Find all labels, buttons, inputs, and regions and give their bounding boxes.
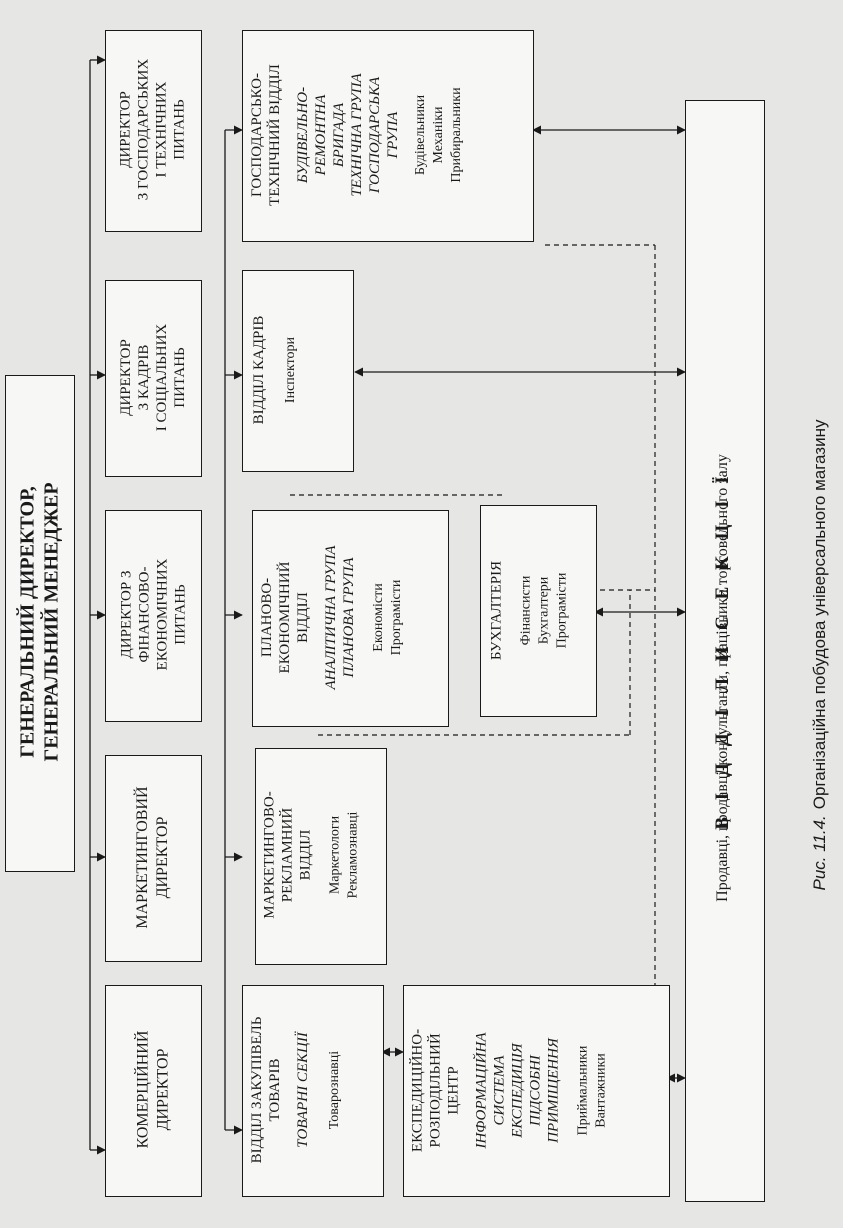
distribution-department-box bbox=[403, 985, 670, 1197]
economic-tech-department-box bbox=[242, 30, 534, 242]
purchasing-department-label: ВІДДІЛ ЗАКУПІВЕЛЬ ТОВАРІВ ТОВАРНІ СЕКЦІЇ… bbox=[249, 1016, 342, 1164]
accounting-department-box bbox=[480, 505, 597, 717]
director-commercial-label: КОМЕРЦІЙНИЙ ДИРЕКТОР bbox=[134, 1030, 171, 1149]
marketing-department-label: МАРКЕТИНГОВО- РЕКЛАМНИЙ ВІДДІЛ Маркетоло… bbox=[261, 791, 361, 919]
marketing-department-box bbox=[255, 748, 387, 965]
distribution-department-label: ЕКСПЕДИЦІЙНО- РОЗПОДІЛЬНИЙ ЦЕНТР ІНФОРМА… bbox=[409, 1028, 609, 1153]
director-commercial-box bbox=[105, 985, 202, 1197]
sections-staff: Продавці, продавці-консультанти, працівн… bbox=[714, 454, 731, 902]
planning-department-box bbox=[252, 510, 449, 727]
sections-box bbox=[685, 100, 765, 1202]
hr-department-box bbox=[242, 270, 354, 472]
director-economic-box bbox=[105, 30, 202, 232]
general-director-label: ГЕНЕРАЛЬНИЙ ДИРЕКТОР, ГЕНЕРАЛЬНИЙ МЕНЕДЖ… bbox=[16, 482, 63, 762]
figure-caption: Рис. 11.4. Організаційна побудова універ… bbox=[805, 245, 835, 1065]
accounting-department-label: БУХГАЛТЕРІЯ Фінансисти Бухгалтери Програ… bbox=[488, 560, 570, 661]
director-marketing-box bbox=[105, 755, 202, 962]
director-finance-label: ДИРЕКТОР З ФІНАНСОВО- ЕКОНОМІЧНИХ ПИТАНЬ bbox=[118, 558, 188, 671]
caption-label: Рис. 11.4. bbox=[810, 815, 829, 891]
general-director-box bbox=[5, 375, 75, 872]
planning-department-label: ПЛАНОВО- ЕКОНОМІЧНИЙ ВІДДІЛ АНАЛІТИЧНА Г… bbox=[259, 545, 404, 690]
economic-tech-department-label: ГОСПОДАРСЬКО- ТЕХНІЧНИЙ ВІДДІЛ БУДІВЕЛЬН… bbox=[249, 64, 464, 206]
director-finance-box bbox=[105, 510, 202, 722]
purchasing-department-box bbox=[242, 985, 384, 1197]
director-marketing-label: МАРКЕТИНГОВИЙ ДИРЕКТОР bbox=[133, 786, 171, 929]
director-economic-label: ДИРЕКТОР З ГОСПОДАРСЬКИХ І ТЕХНІЧНИХ ПИТ… bbox=[117, 58, 187, 201]
caption-text: Організаційна побудова універсального ма… bbox=[810, 419, 829, 810]
director-hr-label: ДИРЕКТОР З КАДРІВ І СОЦІАЛЬНИХ ПИТАНЬ bbox=[117, 323, 188, 432]
director-hr-box bbox=[105, 280, 202, 477]
hr-department-label: ВІДДІЛ КАДРІВ Інспектори bbox=[251, 315, 298, 425]
